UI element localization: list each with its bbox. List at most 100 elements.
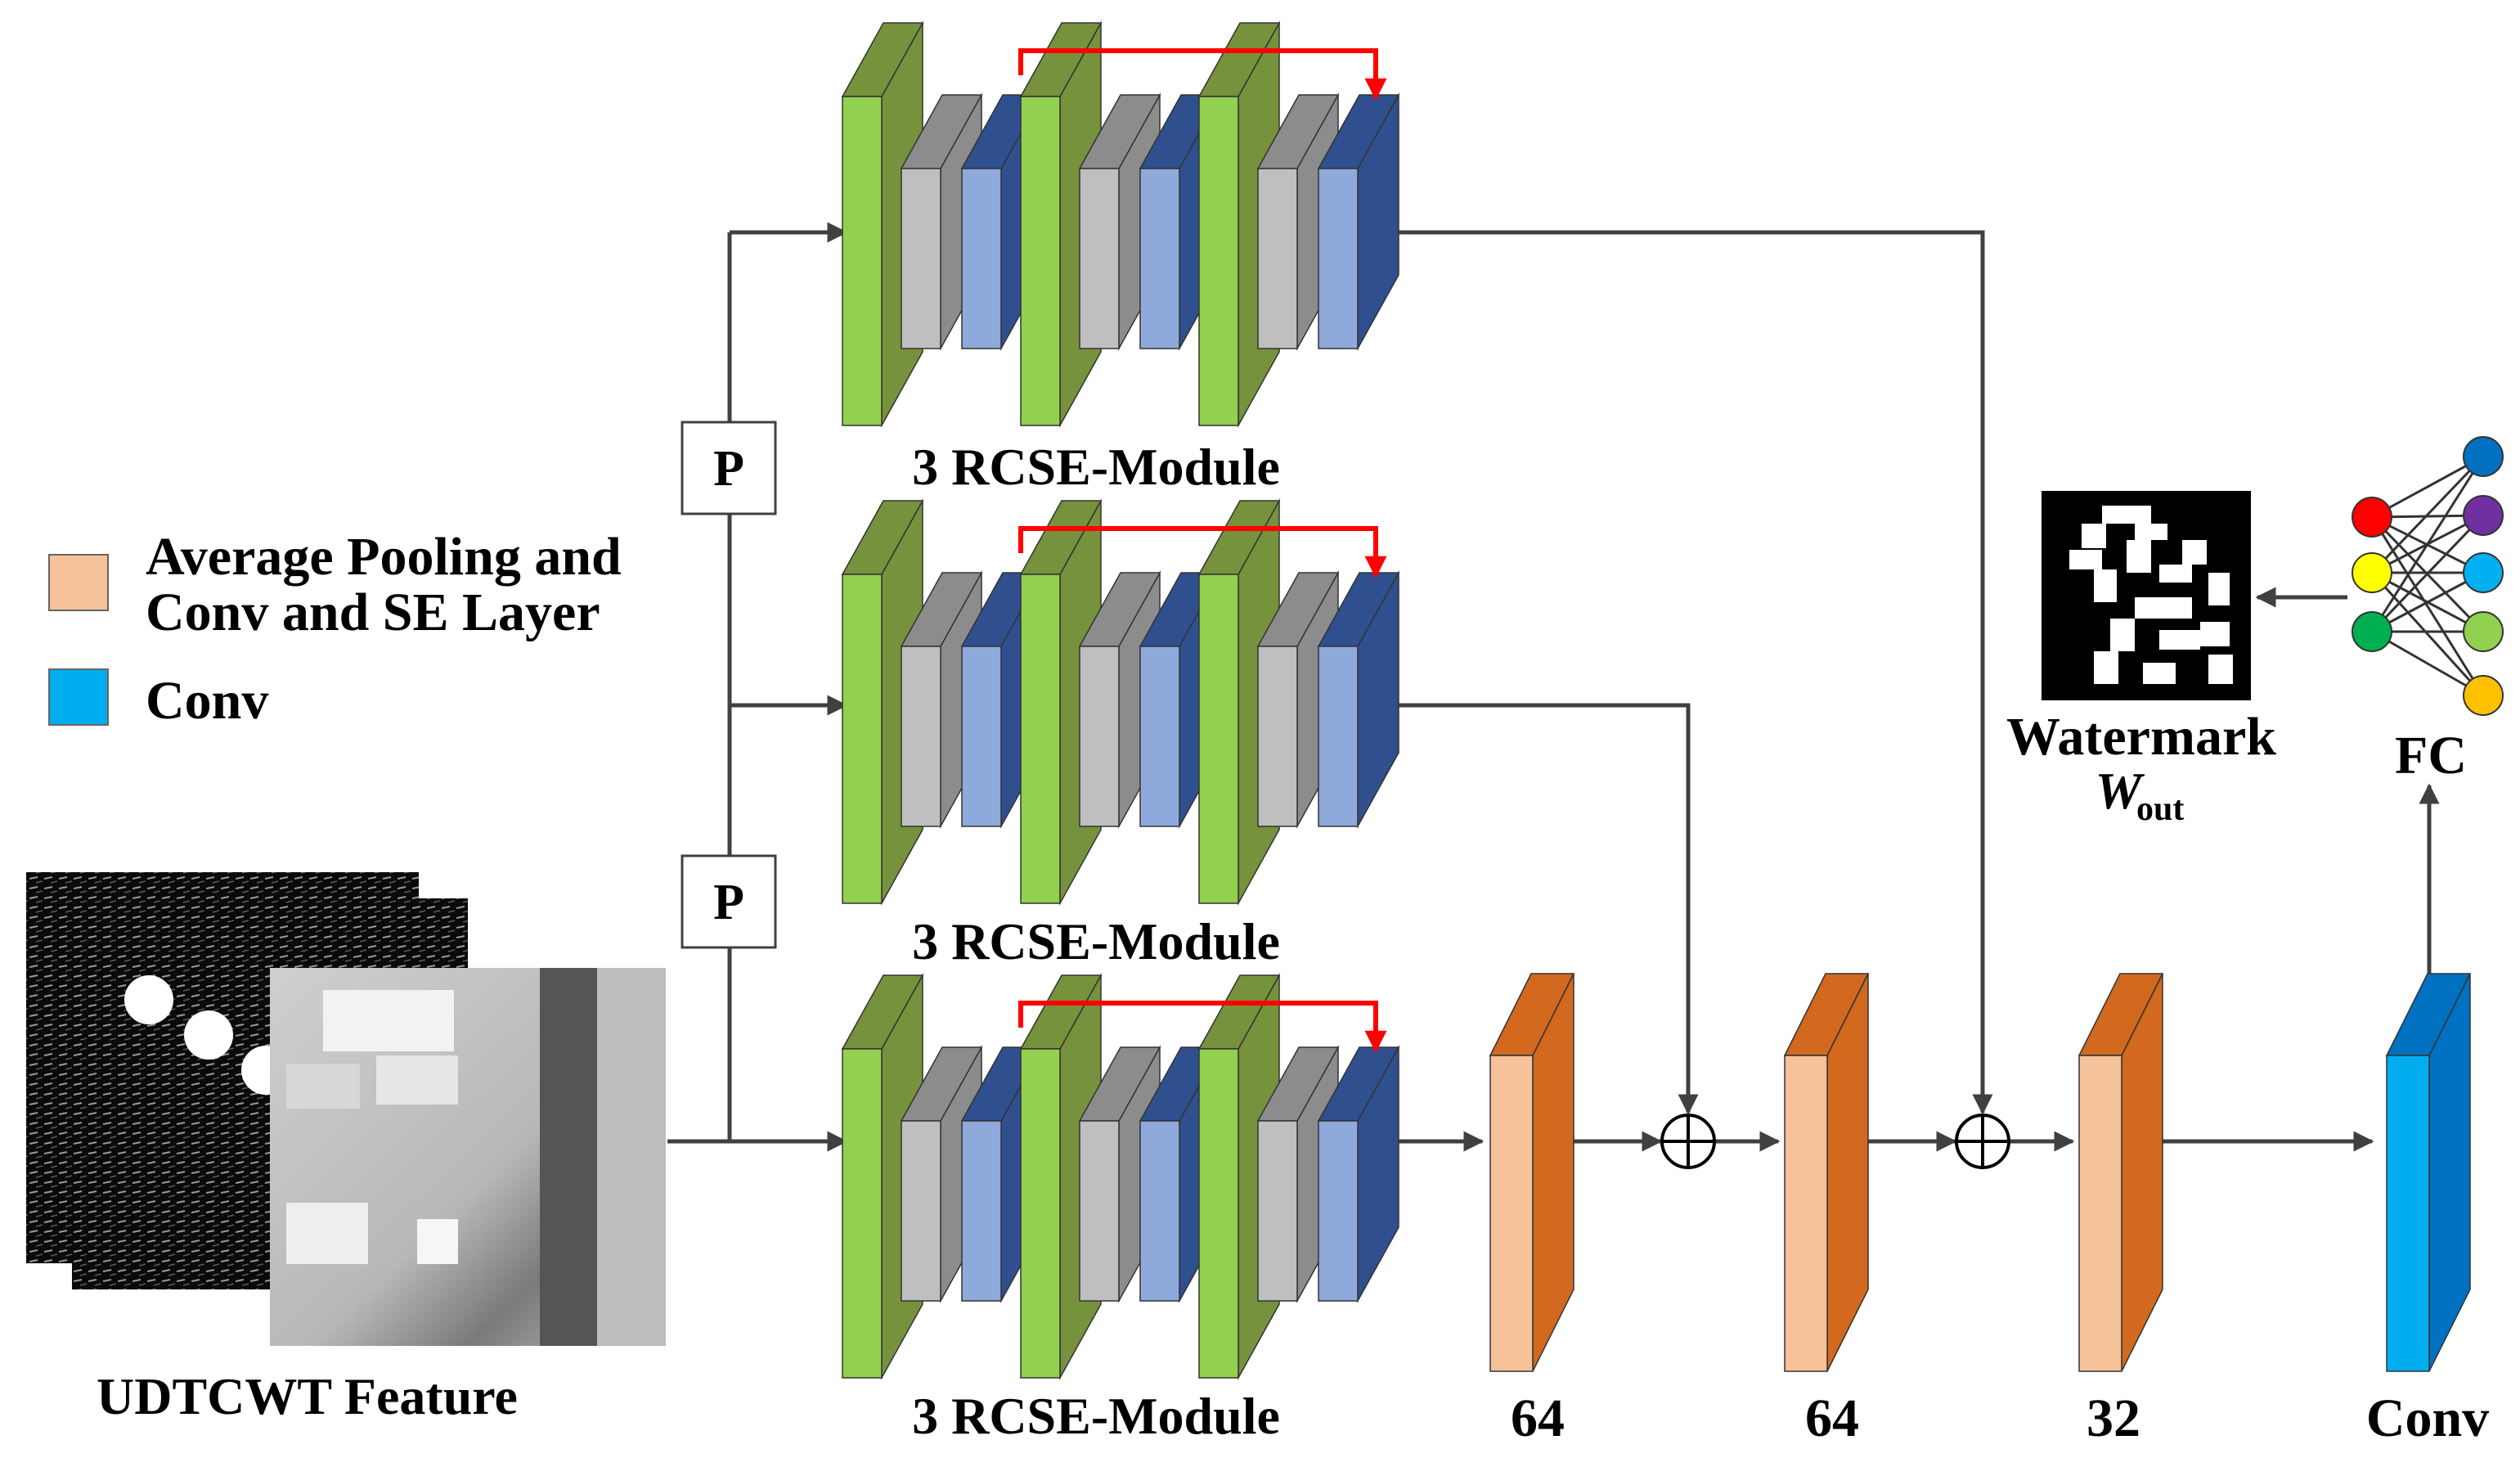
se-layer-blue xyxy=(1317,570,1400,829)
fc-connection xyxy=(2370,514,2485,633)
feature-blocks xyxy=(1489,973,2472,1372)
legend-swatch-conv xyxy=(48,668,109,726)
legend-label-pooling-line1: Average Pooling and xyxy=(146,527,622,587)
conv-layer-gray-face xyxy=(1079,168,1120,349)
conv-layer-gray-face xyxy=(1257,168,1298,349)
conv-layer-green-face xyxy=(1020,1048,1061,1379)
module-label-top: 3 RCSE-Module xyxy=(912,438,1280,496)
pool-box-top: P xyxy=(681,421,777,515)
fc-input-node xyxy=(2352,497,2392,538)
se-layer-blue-face xyxy=(961,168,1002,349)
main-path-lines xyxy=(1397,230,2440,1152)
conv-layer-green xyxy=(841,498,924,906)
conv-layer-gray-face xyxy=(901,1120,941,1302)
fc-output-node xyxy=(2463,552,2504,593)
conv-layer-green-face xyxy=(1198,1048,1239,1379)
conv-layer-gray-face xyxy=(901,646,941,827)
skip-connection-arrow xyxy=(1018,1001,1387,1053)
fc-output-node xyxy=(2463,675,2504,716)
conv-layer-green-face xyxy=(1020,96,1061,426)
satellite-image-detail xyxy=(417,1219,458,1264)
block-label-3: 32 xyxy=(2087,1388,2140,1448)
pool-conv-se-block xyxy=(1783,973,1870,1372)
conv-layer-gray-face xyxy=(1257,646,1298,827)
se-layer-blue-face xyxy=(1139,168,1180,349)
se-layer-blue xyxy=(1317,1045,1400,1303)
se-layer-blue-face xyxy=(961,646,1002,827)
satellite-image-detail xyxy=(323,990,454,1051)
block-label-1: 64 xyxy=(1511,1388,1565,1448)
sum-icon xyxy=(1955,1114,2010,1169)
feature-map-spot xyxy=(124,975,173,1024)
pool-conv-se-block-face xyxy=(2078,1055,2122,1372)
fc-connection xyxy=(2371,455,2484,519)
pool-conv-se-block xyxy=(2078,973,2164,1372)
sum-icon xyxy=(1660,1114,1716,1169)
feature-map-image: UDTCWT Feature xyxy=(26,872,666,1425)
pool-box-label: P xyxy=(713,875,744,930)
fc-connection xyxy=(2370,516,2485,696)
se-layer-blue xyxy=(1317,92,1400,351)
pool-box-bottom: P xyxy=(681,854,777,949)
fc-connection xyxy=(2371,571,2484,633)
se-layer-blue-face xyxy=(1318,646,1359,827)
feature-map-spot xyxy=(184,1010,233,1060)
conv-layer-green-face xyxy=(1198,574,1239,904)
arrow-top-module-to-sum-2 xyxy=(1397,230,1993,1115)
conv-layer-gray-face xyxy=(1079,646,1120,827)
legend-label-conv: Conv xyxy=(146,671,268,731)
input-label: UDTCWT Feature xyxy=(97,1367,518,1425)
fc-output-node xyxy=(2463,611,2504,652)
conv-layer-gray xyxy=(1256,92,1340,351)
block-label-conv: Conv xyxy=(2366,1388,2489,1448)
satellite-image-detail xyxy=(597,968,666,1346)
watermark-symbol: W xyxy=(2096,762,2145,820)
rcse-module-top xyxy=(841,20,1400,428)
conv-layer-gray-face xyxy=(1079,1120,1120,1302)
conv-layer-green-face xyxy=(1020,574,1061,904)
conv-block-face xyxy=(2386,1055,2430,1372)
pool-conv-se-block-face xyxy=(1784,1055,1828,1372)
conv-layer-gray-face xyxy=(1257,1120,1298,1302)
fc-input-node xyxy=(2352,552,2392,593)
pool-conv-se-block xyxy=(1489,973,1575,1372)
satellite-image-detail xyxy=(286,1064,360,1109)
se-layer-blue-face xyxy=(1139,646,1180,827)
conv-block xyxy=(2385,973,2472,1372)
se-layer-blue-face xyxy=(1318,1120,1359,1302)
module-label-bottom: 3 RCSE-Module xyxy=(912,1387,1280,1445)
fc-label: FC xyxy=(2395,726,2467,785)
satellite-image-detail xyxy=(286,1203,368,1264)
fc-input-node xyxy=(2352,611,2392,652)
satellite-image-detail xyxy=(540,968,597,1346)
watermark-image: Watermark W out xyxy=(2006,491,2276,828)
arrow-middle-module-to-sum-1 xyxy=(1397,703,1699,1115)
skip-connection-arrow xyxy=(1018,48,1387,101)
fc-output-node xyxy=(2463,436,2504,477)
satellite-image-detail xyxy=(376,1055,458,1105)
pool-conv-se-block-face xyxy=(1489,1055,1534,1372)
fc-connection xyxy=(2370,455,2485,574)
rcse-module-bottom xyxy=(841,973,1400,1380)
legend: Average Pooling and Conv and SE Layer Co… xyxy=(48,527,622,731)
watermark-label: Watermark xyxy=(2006,707,2276,767)
fc-connection xyxy=(2371,630,2484,697)
fc-connection xyxy=(2370,571,2485,697)
fc-network-icon xyxy=(2352,436,2504,716)
fc-connection xyxy=(2370,456,2485,632)
rcse-module-middle xyxy=(841,498,1400,906)
conv-layer-green-face xyxy=(1198,96,1239,426)
conv-layer-green-face xyxy=(842,1048,883,1379)
se-layer-blue-face xyxy=(961,1120,1002,1302)
conv-layer-green-face xyxy=(842,574,883,904)
conv-layer-green-face xyxy=(842,96,883,426)
block-label-2: 64 xyxy=(1805,1388,1859,1448)
skip-connection-arrow xyxy=(1018,526,1387,578)
legend-label-pooling-line2: Conv and SE Layer xyxy=(146,583,600,642)
se-layer-blue-face xyxy=(1318,168,1359,349)
pool-box-label: P xyxy=(713,441,744,497)
legend-swatch-pooling xyxy=(48,554,109,611)
conv-layer-gray-face xyxy=(901,168,941,349)
module-label-middle: 3 RCSE-Module xyxy=(912,912,1280,970)
